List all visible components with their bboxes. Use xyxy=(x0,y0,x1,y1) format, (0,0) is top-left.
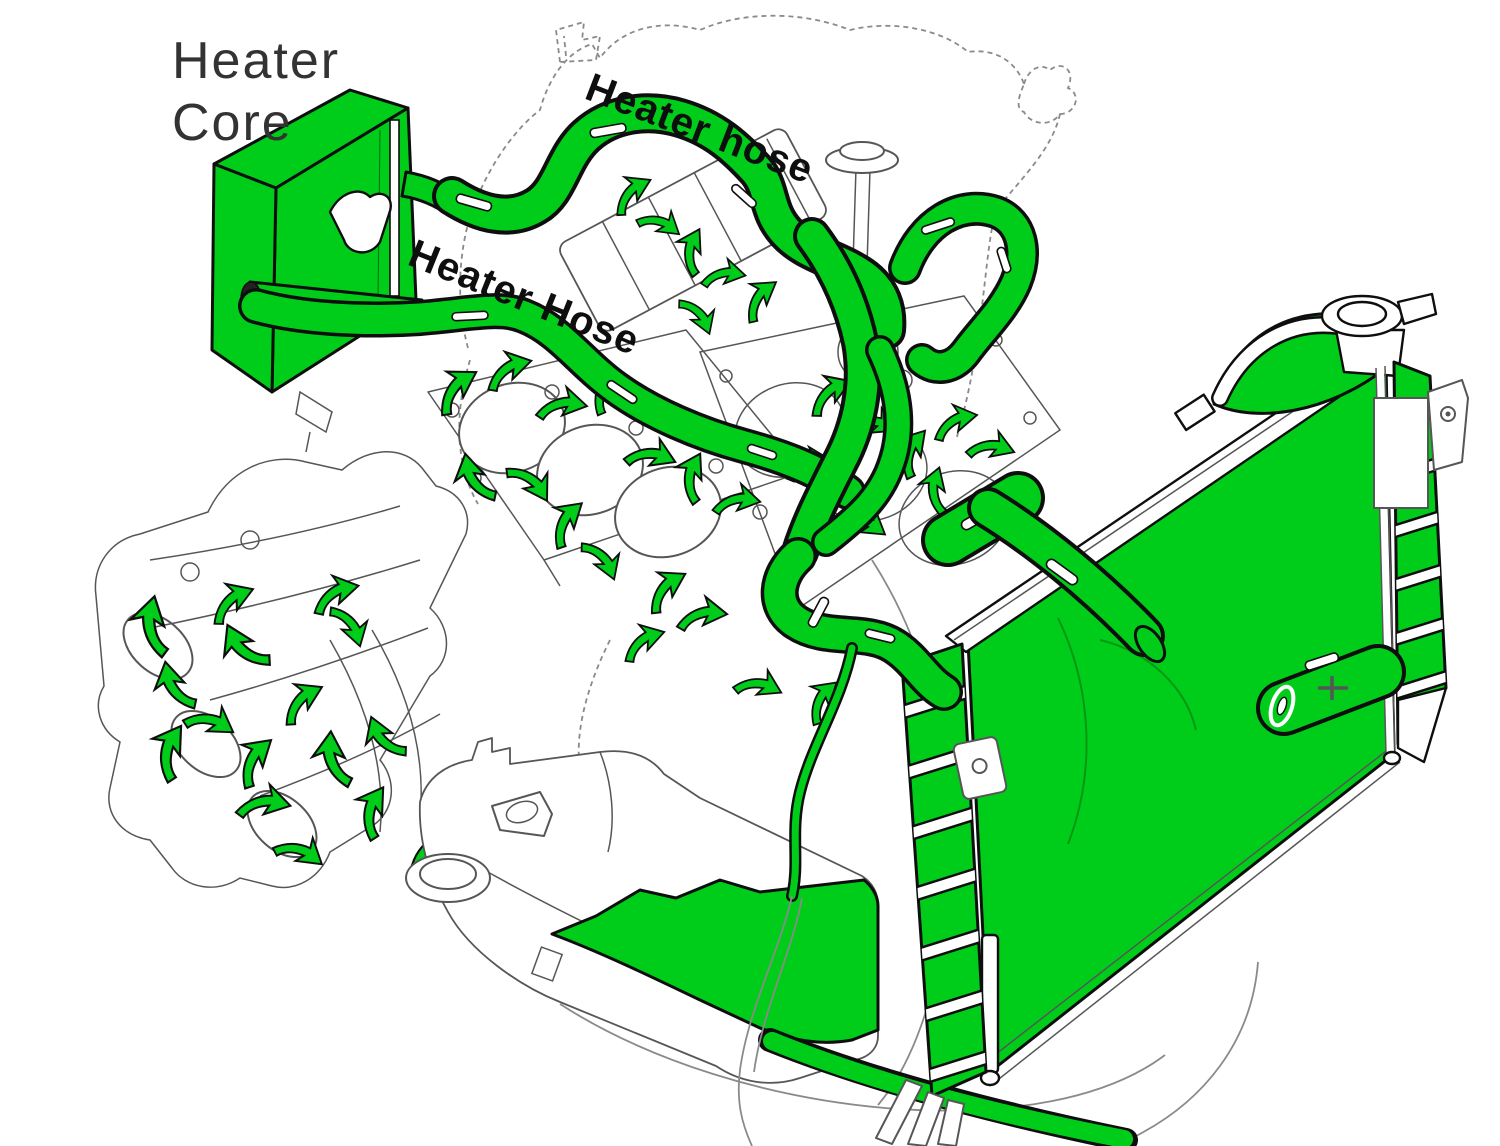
flow-arrow-icon xyxy=(730,658,789,713)
left-tank-bracket xyxy=(952,736,1008,800)
upper-radiator-hose xyxy=(967,487,1167,664)
flow-arrow-icon xyxy=(730,270,789,327)
reservoir-spout xyxy=(491,791,553,837)
flow-arrow-icon xyxy=(675,592,731,638)
water-pump-hoses xyxy=(781,217,914,571)
lower-radiator-hose xyxy=(760,537,963,711)
flow-arrow-icon xyxy=(963,421,1021,473)
flow-arrow-icon xyxy=(327,598,374,653)
radiator-mount-bracket xyxy=(1373,379,1469,509)
flow-arrow-icon xyxy=(308,728,358,789)
heater-core-label-line2: Core xyxy=(172,94,293,152)
flow-arrow-icon xyxy=(202,574,262,628)
heater-core-label-line1: Heater xyxy=(172,32,340,90)
heater-hose-lower xyxy=(238,288,866,510)
intake-manifold xyxy=(94,451,469,889)
radiator-outlet-stub xyxy=(1256,644,1406,736)
flow-arrow-icon xyxy=(271,673,333,729)
overflow-hose xyxy=(737,642,858,1146)
flow-arrow-icon xyxy=(929,400,981,443)
flow-arrow-icon xyxy=(635,560,697,618)
flow-arrow-icon xyxy=(340,777,404,844)
radiator xyxy=(875,292,1469,1146)
flow-arrow-icon xyxy=(675,289,723,342)
flow-arrow-icon xyxy=(616,618,671,665)
radiator-feet xyxy=(875,1079,965,1146)
bypass-hose xyxy=(888,191,1039,384)
